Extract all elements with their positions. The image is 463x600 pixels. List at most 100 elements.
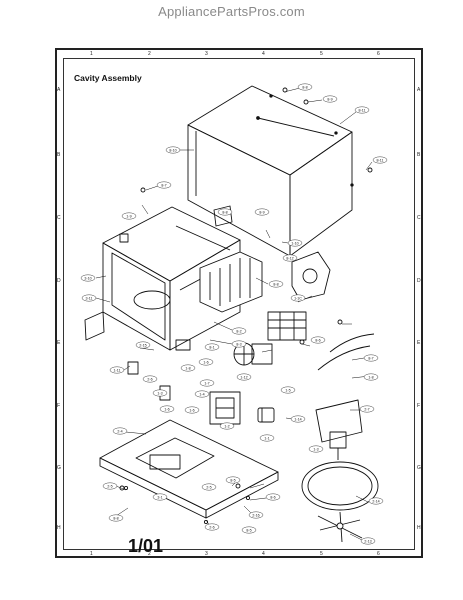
grid-row-label: C (417, 215, 421, 221)
grid-col-label: 5 (320, 551, 323, 557)
svg-text:1-12: 1-12 (240, 375, 247, 379)
callout-tag: 3-1 (152, 493, 168, 501)
grid-row-label: C (57, 215, 61, 221)
svg-text:1-8: 1-8 (368, 375, 373, 379)
grid-col-label: 2 (148, 551, 151, 557)
glass-turntable (301, 461, 379, 511)
callout-tag: 2-6 (204, 523, 220, 531)
callout-tag: 1-6 (159, 405, 175, 413)
grid-col-label: 1 (90, 551, 93, 557)
svg-text:1-14: 1-14 (294, 417, 301, 421)
callout-tag: 2-15 (135, 341, 151, 349)
grid-row-label: F (57, 403, 61, 409)
callout-tag: 8-9 (322, 95, 338, 103)
callout-tag: 3-10 (80, 274, 96, 282)
svg-text:1-6: 1-6 (189, 408, 194, 412)
waveguide-cover (84, 311, 105, 341)
svg-text:8-7: 8-7 (161, 183, 166, 187)
callout-tag: 8-11 (372, 156, 388, 164)
svg-text:8-6: 8-6 (270, 495, 275, 499)
callout-tag: 2-14 (368, 497, 384, 505)
callout-tag: 8-6 (265, 493, 281, 501)
svg-text:8-5: 8-5 (246, 528, 251, 532)
callout-tag: 8-8 (108, 514, 124, 522)
svg-text:8-7: 8-7 (368, 356, 373, 360)
callout-tag: 8-6 (310, 336, 326, 344)
svg-text:8-8: 8-8 (222, 210, 227, 214)
callout-tag: 1-8 (180, 364, 196, 372)
callout-tag: 2-5 (201, 483, 217, 491)
grid-col-label: 2 (148, 51, 151, 57)
grid-row-label: E (57, 340, 61, 346)
base-plate (99, 419, 279, 519)
latch-lever (329, 333, 375, 353)
grid-row-label: G (57, 465, 61, 471)
grid-col-label: 1 (90, 51, 93, 57)
switch-holder (175, 339, 191, 351)
callout-tag: 8-10 (165, 146, 181, 154)
grid-row-label: A (417, 87, 421, 93)
svg-text:8-3: 8-3 (236, 342, 241, 346)
roller-guide (317, 511, 363, 543)
callout-tag: 8-8 (217, 208, 233, 216)
control-bracket (199, 251, 263, 313)
callout-tag: 1-11 (109, 366, 125, 374)
svg-text:8-5: 8-5 (230, 478, 235, 482)
svg-text:2-6: 2-6 (209, 525, 214, 529)
callout-tag: 1-6 (198, 358, 214, 366)
diagram-title: Cavity Assembly (74, 73, 142, 83)
callout-tag: 2-6 (142, 375, 158, 383)
svg-text:8-2: 8-2 (236, 329, 241, 333)
grid-row-label: H (57, 525, 61, 531)
svg-text:8-9: 8-9 (259, 210, 264, 214)
callout-tag: 8-7 (363, 354, 379, 362)
callout-tag: 2-13 (360, 537, 376, 545)
grid-col-label: 5 (320, 51, 323, 57)
callout-tag: 8-11 (354, 106, 370, 114)
callout-tag: 1-10 (287, 239, 303, 247)
svg-text:1-3: 1-3 (313, 447, 318, 451)
callout-tag: 8-8 (297, 83, 313, 91)
callout-tag: 1-8 (363, 373, 379, 381)
svg-text:8-1: 8-1 (209, 345, 214, 349)
svg-text:3-10: 3-10 (84, 276, 91, 280)
svg-text:2-16: 2-16 (252, 513, 259, 517)
drawing-frame (63, 58, 415, 550)
svg-text:2-15: 2-15 (139, 343, 146, 347)
svg-text:8-11: 8-11 (359, 108, 366, 112)
callout-tag: 3-11 (81, 294, 97, 302)
svg-text:2-4: 2-4 (117, 429, 122, 433)
svg-text:1-4: 1-4 (199, 392, 204, 396)
callout-tag: 1-3 (308, 445, 324, 453)
callout-tag: 2-16 (248, 511, 264, 519)
svg-text:8-12: 8-12 (286, 256, 293, 260)
svg-text:8-8: 8-8 (302, 85, 307, 89)
svg-text:3-1: 3-1 (157, 495, 162, 499)
svg-text:2-14: 2-14 (372, 499, 379, 503)
interlock-switch (127, 361, 139, 375)
grid-col-label: 6 (377, 51, 380, 57)
shield-plate (213, 205, 233, 227)
callout-tag: 1-3 (152, 389, 168, 397)
grid-row-label: D (57, 278, 61, 284)
grid-row-label: B (417, 152, 421, 158)
svg-text:8-9: 8-9 (327, 97, 332, 101)
grid-col-label: 3 (205, 51, 208, 57)
svg-text:2-13: 2-13 (364, 539, 371, 543)
callout-tag: 1-2 (219, 422, 235, 430)
svg-text:1-10: 1-10 (291, 241, 298, 245)
svg-text:1-1: 1-1 (264, 436, 269, 440)
callout-tag: 1-6 (184, 406, 200, 414)
svg-text:1-6: 1-6 (203, 360, 208, 364)
callout-tag: 8-9 (254, 208, 270, 216)
grid-row-label: B (57, 152, 61, 158)
svg-text:2-6: 2-6 (147, 377, 152, 381)
grid-col-label: 4 (262, 551, 265, 557)
grid-row-label: E (417, 340, 421, 346)
callout-tag: 2-7 (359, 405, 375, 413)
page-number: 1/01 (128, 536, 164, 556)
svg-text:1-8: 1-8 (185, 366, 190, 370)
svg-text:2-5: 2-5 (206, 485, 211, 489)
drawing-border (55, 48, 423, 558)
